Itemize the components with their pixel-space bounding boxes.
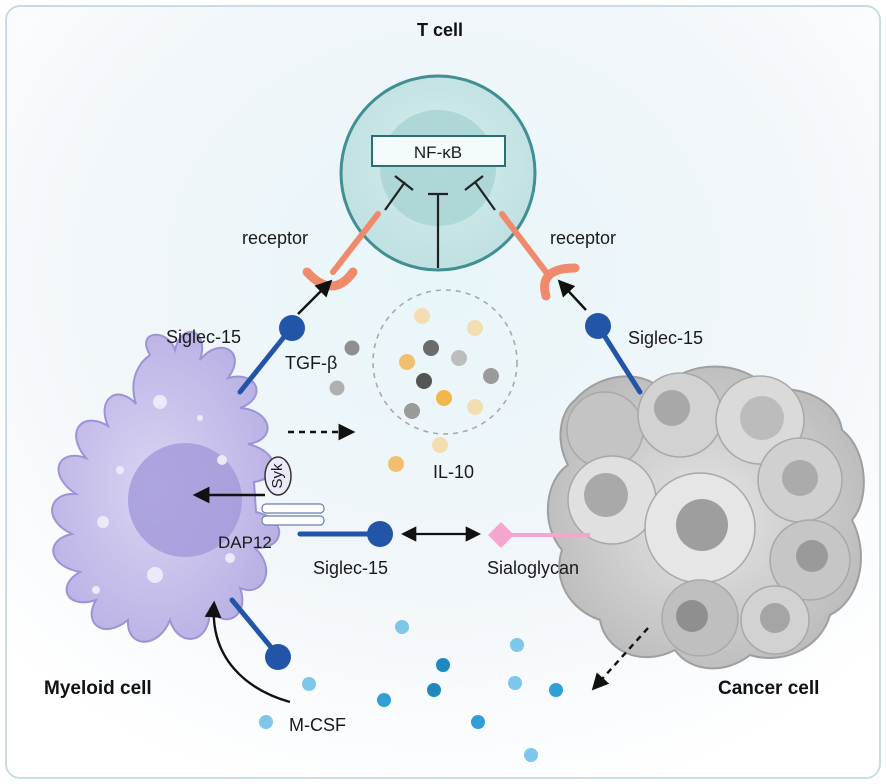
siglec15-right bbox=[585, 313, 643, 395]
receptor-right-label: receptor bbox=[550, 228, 616, 248]
il10-label: IL-10 bbox=[433, 462, 474, 482]
tgf-beta-particle bbox=[329, 380, 345, 396]
cancer-cell-cluster bbox=[546, 365, 865, 670]
siglec15-top-left-label: Siglec-15 bbox=[166, 327, 241, 347]
receptor-right bbox=[499, 211, 580, 301]
cancer-cell-label: Cancer cell bbox=[718, 678, 819, 699]
myeloid-cell bbox=[51, 330, 281, 643]
tgf-beta-label: TGF-β bbox=[285, 353, 337, 373]
nf-kb-label: NF-κB bbox=[414, 143, 462, 162]
siglec15-bottom bbox=[229, 597, 291, 670]
syk-label: Syk bbox=[269, 463, 286, 489]
nf-kb-box bbox=[371, 135, 506, 167]
siglec15-top-left bbox=[237, 315, 305, 395]
dap12-bars bbox=[261, 503, 325, 526]
receptor-left-label: receptor bbox=[242, 228, 308, 248]
sialoglycan-label: Sialoglycan bbox=[487, 558, 579, 578]
dap12-label: DAP12 bbox=[218, 533, 272, 552]
siglec15-right-label: Siglec-15 bbox=[628, 328, 703, 348]
myeloid-cell-label: Myeloid cell bbox=[44, 678, 152, 699]
il10-cluster bbox=[372, 289, 518, 472]
mcsf-arrow bbox=[204, 600, 291, 704]
dashed-arrow-mcsf bbox=[591, 627, 649, 691]
siglec15-center-label: Siglec-15 bbox=[313, 558, 388, 578]
inhibition-lines bbox=[384, 175, 496, 268]
myeloid-nucleus bbox=[128, 443, 242, 557]
tgf-beta-particle bbox=[344, 340, 360, 356]
mcsf-particles bbox=[259, 620, 563, 762]
siglec15-center bbox=[297, 521, 393, 547]
siglec-receptor-arrow-left bbox=[297, 279, 333, 315]
t-cell: NF-κB bbox=[339, 74, 537, 272]
t-cell-label: T cell bbox=[417, 20, 463, 40]
syk-ellipse bbox=[264, 456, 292, 496]
mcsf-label: M-CSF bbox=[289, 715, 346, 735]
siglec-receptor-arrow-right bbox=[557, 279, 587, 311]
sialoglycan bbox=[488, 522, 590, 548]
